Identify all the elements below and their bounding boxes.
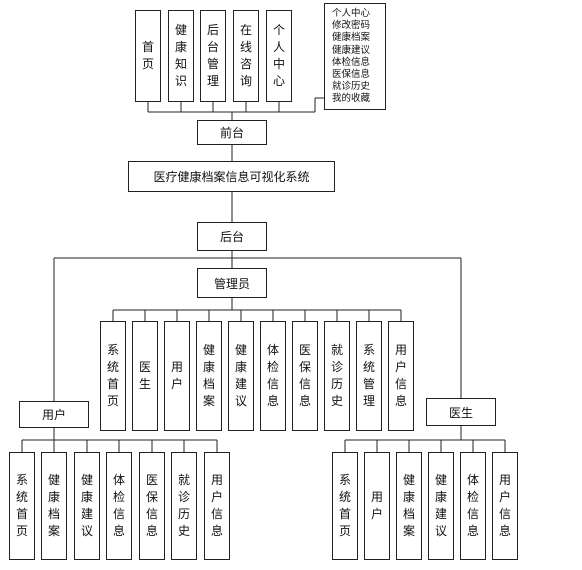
admin-module-system-management: 系统管理	[356, 321, 382, 431]
module-label: 系统管理	[363, 343, 376, 408]
admin-node: 管理员	[197, 268, 267, 298]
module-label: 体检信息	[113, 473, 126, 538]
system-title-node: 医疗健康档案信息可视化系统	[128, 161, 335, 192]
admin-module-doctor: 医生	[132, 321, 158, 431]
user-module-system-home: 系统首页	[9, 452, 35, 560]
user-module-visit-history: 就诊历史	[171, 452, 197, 560]
module-label: 用户信息	[499, 473, 512, 538]
admin-module-health-record: 健康档案	[196, 321, 222, 431]
user-module-health-record: 健康档案	[41, 452, 67, 560]
module-label: 体检信息	[467, 473, 480, 538]
module-label: 用户信息	[211, 473, 224, 538]
frontend-module-online-consult: 在线咨询	[233, 10, 259, 102]
personal-center-item: 健康建议	[332, 44, 371, 56]
module-label: 用户信息	[395, 343, 408, 408]
doctor-label: 医生	[448, 405, 473, 420]
doctor-module-health-record: 健康档案	[396, 452, 422, 560]
user-node: 用户	[19, 401, 89, 428]
user-module-checkup-info: 体检信息	[106, 452, 132, 560]
doctor-module-user: 用户	[364, 452, 390, 560]
personal-center-item: 修改密码	[332, 20, 371, 32]
doctor-module-health-advice: 健康建议	[428, 452, 454, 560]
admin-module-health-advice: 健康建议	[228, 321, 254, 431]
personal-center-item: 医保信息	[332, 69, 371, 81]
admin-module-visit-history: 就诊历史	[324, 321, 350, 431]
module-label: 医生	[139, 360, 152, 391]
module-label: 健康建议	[435, 473, 448, 538]
doctor-node: 医生	[426, 398, 496, 426]
admin-label: 管理员	[213, 276, 250, 291]
module-label: 首页	[142, 40, 155, 71]
module-label: 健康知识	[175, 23, 188, 88]
admin-module-system-home: 系统首页	[100, 321, 126, 431]
module-label: 用户	[371, 490, 384, 521]
user-module-health-advice: 健康建议	[74, 452, 100, 560]
admin-module-insurance-info: 医保信息	[292, 321, 318, 431]
module-label: 健康档案	[48, 473, 61, 538]
module-label: 系统首页	[107, 343, 120, 408]
module-label: 健康档案	[403, 473, 416, 538]
frontend-label: 前台	[219, 126, 244, 140]
doctor-module-checkup-info: 体检信息	[460, 452, 486, 560]
frontend-module-personal-center: 个人中心	[266, 10, 292, 102]
module-label: 体检信息	[267, 343, 280, 408]
module-label: 医保信息	[146, 473, 159, 538]
frontend-module-backend-admin: 后台管理	[200, 10, 226, 102]
module-label: 医保信息	[299, 343, 312, 408]
backend-node: 后台	[197, 222, 267, 251]
system-title: 医疗健康档案信息可视化系统	[153, 170, 310, 184]
module-label: 就诊历史	[331, 343, 344, 408]
backend-label: 后台	[219, 230, 244, 244]
module-label: 健康建议	[235, 343, 248, 408]
personal-center-item: 就诊历史	[332, 81, 371, 93]
personal-center-item: 健康档案	[332, 32, 371, 44]
personal-center-items-box: 个人中心 修改密码 健康档案 健康建议 体检信息 医保信息 就诊历史 我的收藏	[324, 3, 386, 110]
personal-center-item: 体检信息	[332, 56, 371, 68]
personal-center-item: 我的收藏	[332, 93, 371, 105]
user-module-insurance-info: 医保信息	[139, 452, 165, 560]
doctor-module-user-info: 用户信息	[492, 452, 518, 560]
module-label: 后台管理	[207, 23, 220, 88]
user-label: 用户	[41, 408, 66, 422]
module-label: 系统首页	[16, 473, 29, 538]
user-module-user-info: 用户信息	[204, 452, 230, 560]
admin-module-checkup-info: 体检信息	[260, 321, 286, 431]
module-label: 系统首页	[339, 473, 352, 538]
module-label: 健康档案	[203, 343, 216, 408]
admin-module-user: 用户	[164, 321, 190, 431]
module-label: 用户	[171, 360, 184, 391]
personal-center-item: 个人中心	[332, 8, 371, 19]
frontend-module-home: 首页	[135, 10, 161, 102]
frontend-module-health-knowledge: 健康知识	[168, 10, 194, 102]
module-label: 就诊历史	[178, 473, 191, 538]
module-label: 个人中心	[273, 23, 286, 88]
frontend-node: 前台	[197, 120, 267, 145]
doctor-module-system-home: 系统首页	[332, 452, 358, 560]
module-label: 健康建议	[81, 473, 94, 538]
module-label: 在线咨询	[240, 23, 253, 88]
admin-module-user-info: 用户信息	[388, 321, 414, 431]
